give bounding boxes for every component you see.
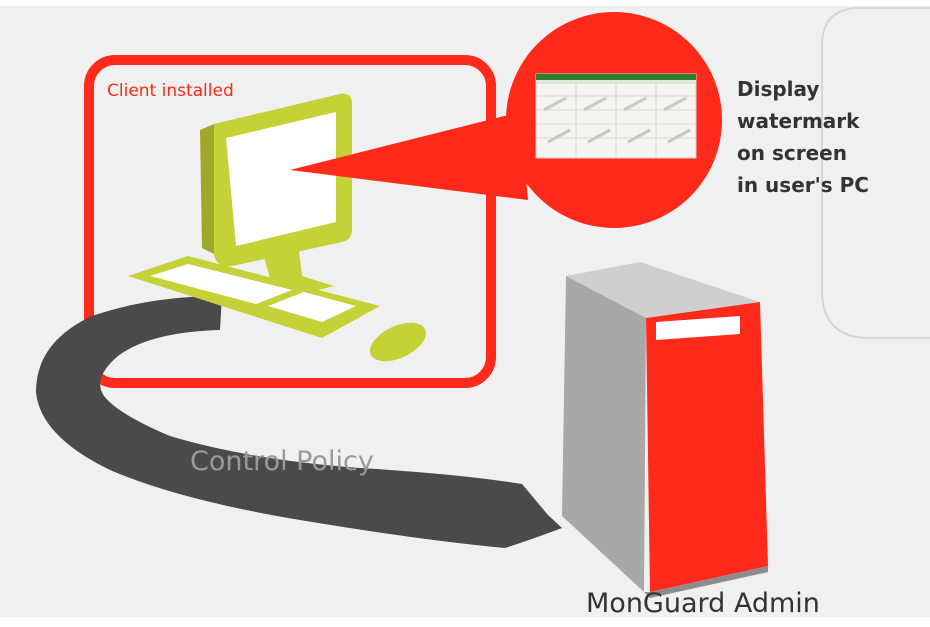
control-policy-band xyxy=(36,296,562,548)
mouse xyxy=(369,322,427,362)
server-label: MonGuard Admin xyxy=(586,588,820,619)
server-drive-slot xyxy=(656,316,740,340)
server-top xyxy=(566,262,760,318)
control-policy-label: Control Policy xyxy=(190,446,374,477)
callout-line-1: Display xyxy=(737,77,819,101)
monitor-side xyxy=(200,124,214,254)
server-base xyxy=(644,566,768,598)
client-installed-label: Client installed xyxy=(107,81,234,101)
client-installed-frame xyxy=(84,55,496,388)
frame-bottom-border xyxy=(0,617,930,627)
callout-line-4: in user's PC xyxy=(737,173,869,197)
callout-line-2: watermark xyxy=(737,109,860,133)
client-pc xyxy=(128,93,427,362)
monitor-screen xyxy=(226,112,336,246)
callout-beam xyxy=(290,112,528,200)
background-card xyxy=(821,7,930,339)
admin-server xyxy=(562,262,768,598)
server-front xyxy=(646,302,768,592)
keyboard-keys-left xyxy=(150,264,292,304)
server-side xyxy=(562,276,646,592)
callout-line-3: on screen xyxy=(737,141,847,165)
frame-top-border xyxy=(0,0,930,6)
watermarked-screen-thumbnail xyxy=(535,73,697,159)
keyboard-keys-right xyxy=(268,292,356,322)
